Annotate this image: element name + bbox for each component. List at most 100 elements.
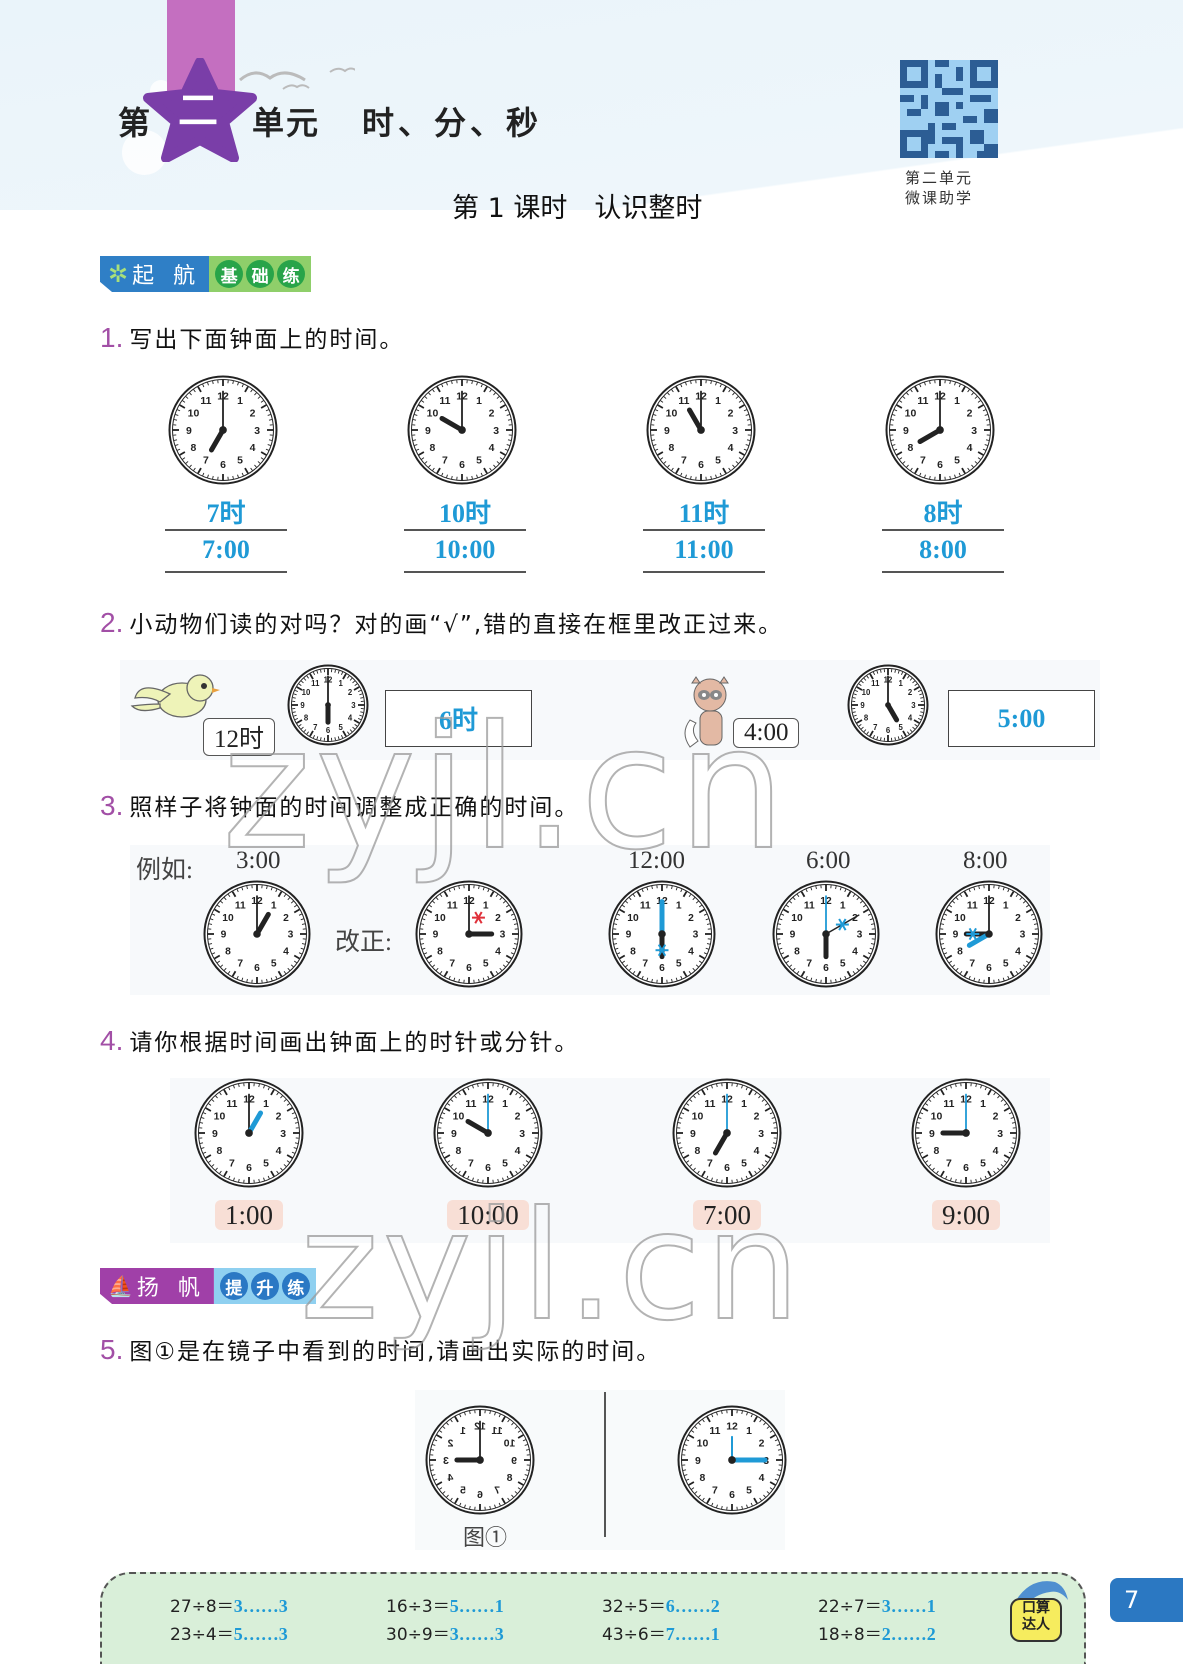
svg-text:3: 3	[280, 1129, 286, 1140]
drill-expression: 43÷6＝	[602, 1625, 666, 1645]
svg-text:4: 4	[967, 443, 973, 454]
answer-line-cn[interactable]: 8时	[882, 493, 1004, 531]
svg-text:10: 10	[222, 913, 234, 924]
svg-text:1: 1	[715, 396, 721, 407]
page-number: 7	[1110, 1578, 1183, 1622]
svg-text:6: 6	[963, 1163, 969, 1174]
svg-text:8: 8	[669, 443, 675, 454]
question-text: 照样子将钟面的时间调整成正确的时间。	[129, 795, 579, 821]
svg-text:1: 1	[676, 901, 682, 912]
time-tag: 10:00	[447, 1200, 529, 1230]
qr-code[interactable]	[900, 60, 998, 158]
drill-result: 3……3	[234, 1596, 288, 1616]
svg-text:3: 3	[857, 930, 863, 941]
svg-text:11: 11	[917, 396, 928, 407]
svg-text:9: 9	[626, 930, 632, 941]
question-text: 写出下面钟面上的时间。	[129, 327, 404, 353]
svg-text:2: 2	[495, 913, 501, 924]
svg-text:7: 7	[449, 959, 455, 970]
svg-text:2: 2	[276, 1112, 282, 1123]
svg-text:10: 10	[302, 688, 311, 697]
svg-text:8: 8	[794, 946, 800, 957]
svg-text:3: 3	[254, 426, 260, 437]
drill-item: 32÷5＝6……2	[602, 1592, 720, 1617]
svg-text:9: 9	[790, 930, 796, 941]
svg-text:5: 5	[339, 723, 344, 732]
svg-text:7: 7	[712, 1485, 718, 1496]
svg-text:1: 1	[263, 1099, 269, 1110]
svg-text:5: 5	[237, 455, 243, 466]
drill-item: 30÷9＝3……3	[386, 1620, 504, 1645]
correction-answer-2: 5:00	[998, 704, 1046, 734]
svg-text:1: 1	[483, 901, 489, 912]
svg-text:1: 1	[271, 901, 277, 912]
time-tag: 9:00	[932, 1200, 1000, 1230]
drill-result: 3……1	[882, 1596, 936, 1616]
svg-text:6: 6	[466, 963, 472, 974]
answer-line-cn[interactable]: 11时	[643, 493, 765, 531]
answer-line-digital[interactable]: 11:00	[643, 535, 765, 573]
svg-text:11: 11	[640, 901, 651, 912]
correction-answer-1: 6时	[439, 700, 478, 737]
svg-text:7: 7	[468, 1158, 474, 1169]
answer-line-cn[interactable]: 10时	[404, 493, 526, 531]
drill-item: 22÷7＝3……1	[818, 1592, 936, 1617]
svg-text:3: 3	[911, 701, 916, 710]
unit-prefix: 第	[118, 98, 152, 144]
svg-text:2: 2	[993, 1112, 999, 1123]
section-advanced-char: 提	[220, 1272, 248, 1300]
svg-text:10: 10	[627, 913, 639, 924]
example-label: 例如:	[136, 850, 193, 886]
answer-line-digital[interactable]: 10:00	[404, 535, 526, 573]
svg-text:9: 9	[451, 1129, 457, 1140]
svg-text:7: 7	[494, 1485, 500, 1496]
svg-text:9: 9	[664, 426, 670, 437]
section-advanced-left: ⛵ 扬 帆	[100, 1268, 214, 1304]
lesson-title: 第 1 课时 认识整时	[452, 186, 702, 225]
svg-text:5: 5	[715, 455, 721, 466]
svg-text:4: 4	[1015, 946, 1021, 957]
svg-text:2: 2	[728, 409, 734, 420]
correction-box-1[interactable]: 6时	[385, 690, 532, 747]
section-basic-right: 基 础 练	[209, 256, 311, 292]
svg-text:8: 8	[630, 946, 636, 957]
answer-line-digital[interactable]: 7:00	[165, 535, 287, 573]
svg-text:7: 7	[237, 959, 243, 970]
svg-text:11: 11	[491, 1426, 502, 1437]
svg-text:10: 10	[692, 1112, 704, 1123]
svg-text:10: 10	[434, 913, 446, 924]
svg-text:11: 11	[804, 901, 815, 912]
svg-text:12: 12	[726, 1422, 738, 1433]
correction-box-2[interactable]: 5:00	[948, 690, 1095, 747]
svg-text:11: 11	[311, 679, 320, 688]
svg-text:10: 10	[697, 1439, 709, 1450]
svg-text:1: 1	[741, 1099, 747, 1110]
svg-text:9: 9	[695, 1456, 701, 1467]
section-badge-basic: ✲ 起 航 基 础 练	[100, 256, 311, 292]
svg-text:8: 8	[456, 1146, 462, 1157]
svg-text:9: 9	[690, 1129, 696, 1140]
answer-line-cn[interactable]: 7时	[165, 493, 287, 531]
svg-text:5: 5	[483, 959, 489, 970]
svg-text:8: 8	[700, 1473, 706, 1484]
svg-text:5: 5	[263, 1158, 269, 1169]
answer-line-digital[interactable]: 8:00	[882, 535, 1004, 573]
drill-expression: 27÷8＝	[170, 1597, 234, 1617]
svg-text:3: 3	[351, 701, 356, 710]
